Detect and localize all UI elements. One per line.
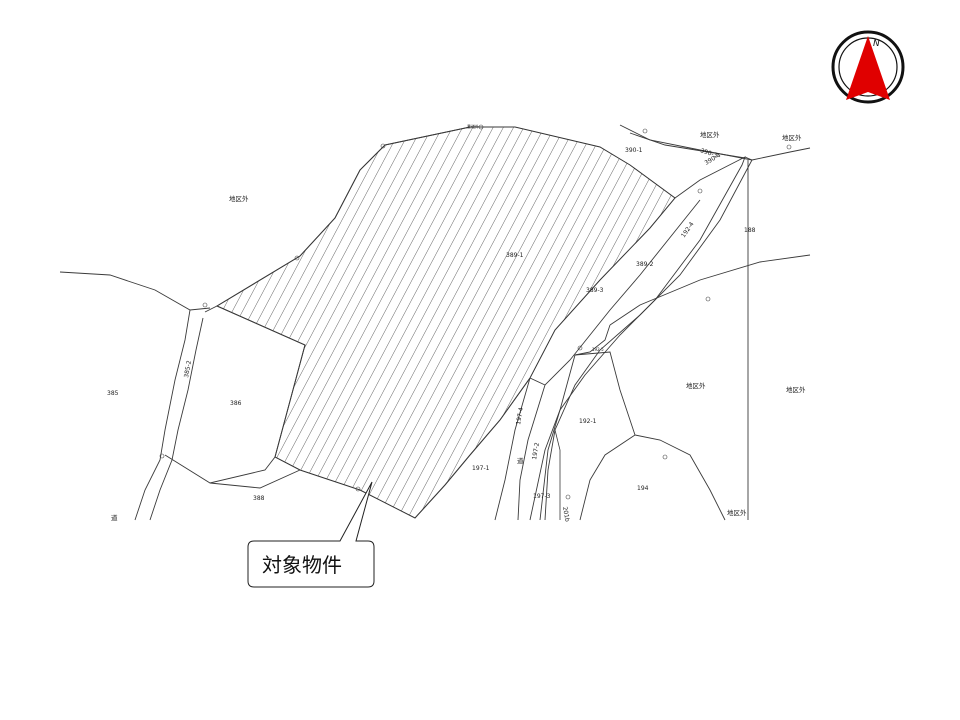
parcel-labels: 389-1 389-2 389-3 390-1 390-3 390-4 192-…	[107, 123, 756, 523]
parcel-label-197-1: 197-1	[472, 465, 490, 472]
callout-bubble	[247, 481, 375, 588]
road-labels: 道 道	[111, 456, 524, 522]
subject-callout: 対象物件	[247, 481, 375, 588]
outside-label-a: 地区外	[229, 194, 249, 203]
outside-label-c: 地区外	[782, 133, 802, 142]
compass-north-letter: N	[873, 39, 880, 49]
parcel-label-388: 388	[253, 495, 265, 502]
parcel-label-small-top: 番道外	[467, 123, 479, 129]
parcel-label-192-1: 192-1	[579, 418, 597, 425]
north-arrow-icon	[846, 36, 890, 100]
parcel-label-201b: 201b	[561, 506, 571, 522]
road-label-b: 道	[517, 456, 524, 465]
outside-label-e: 地区外	[786, 385, 806, 394]
parcel-label-385-2: 385-2	[183, 360, 193, 379]
parcel-label-188: 188	[744, 227, 756, 234]
outside-label-d: 地区外	[686, 381, 706, 390]
parcel-label-197-4: 197-4	[515, 407, 525, 426]
parcel-label-389-1: 389-1	[506, 252, 524, 259]
parcel-label-197-2: 197-2	[531, 442, 541, 461]
outside-label-f: 地区外	[727, 508, 747, 517]
callout-label: 対象物件	[262, 553, 342, 577]
parcel-label-194: 194	[637, 485, 649, 492]
parcel-label-389-3: 389-3	[586, 287, 604, 294]
parcel-label-192-5: 192-5	[592, 347, 604, 352]
road-label-a: 道	[111, 513, 118, 522]
parcel-label-389-2: 389-2	[636, 261, 654, 268]
parcel-label-197-3: 197-3	[533, 493, 551, 500]
parcel-label-386: 386	[230, 400, 242, 407]
north-compass: N	[831, 30, 905, 104]
outside-district-labels: 地区外 地区外 地区外 地区外 地区外 地区外	[229, 130, 806, 517]
parcel-label-390-1: 390-1	[625, 147, 643, 154]
survey-points	[159, 124, 792, 500]
outside-label-b: 地区外	[700, 130, 720, 139]
parcel-boundaries	[59, 124, 811, 521]
parcel-label-385: 385	[107, 390, 119, 397]
